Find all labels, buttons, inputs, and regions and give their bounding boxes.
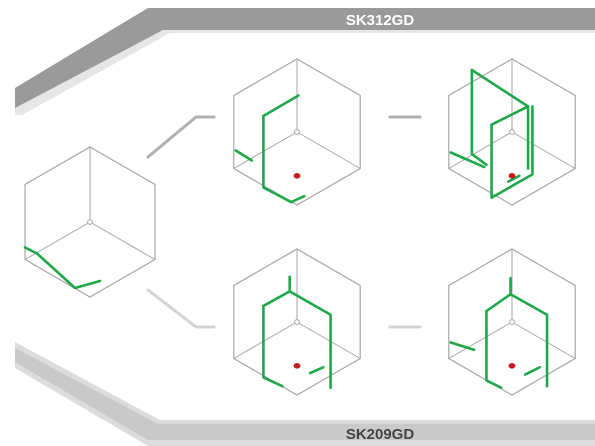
- cube-inner-edge: [448, 321, 513, 359]
- laser-line: [523, 365, 542, 376]
- laser-line: [485, 292, 549, 388]
- laser-line: [449, 341, 476, 352]
- connector-top-1: [146, 115, 216, 159]
- connectors: [146, 115, 422, 329]
- cube-sk209-step2: [448, 248, 576, 396]
- cube-inner-edge: [296, 131, 361, 169]
- laser-line: [23, 246, 102, 290]
- laser-line: [262, 114, 293, 204]
- cube-center-node: [87, 219, 93, 225]
- laser-dot: [293, 363, 301, 369]
- banner-bottom-label: SK209GD: [346, 426, 415, 443]
- laser-line: [262, 304, 284, 388]
- cube-sk312-step1: [233, 58, 361, 206]
- cube-inner-edge: [233, 321, 298, 359]
- cube-inner-edge: [89, 221, 156, 260]
- laser-line: [262, 290, 332, 390]
- cube-center-node: [294, 319, 300, 325]
- laser-dot: [508, 173, 516, 179]
- cube-inner-edge: [233, 131, 298, 169]
- laser-line: [262, 94, 300, 118]
- cube-center-node: [294, 129, 300, 135]
- cube-inner-edge: [448, 131, 513, 169]
- laser-line: [470, 68, 488, 167]
- cube-sk209-step1: [233, 248, 361, 396]
- cube-center-node: [509, 319, 515, 325]
- laser-dot: [293, 173, 301, 179]
- cube-center-node: [509, 129, 515, 135]
- cube-sk312-step2: [448, 58, 576, 206]
- cube-inner-edge: [511, 131, 576, 169]
- laser-line: [490, 105, 534, 199]
- laser-line: [449, 151, 486, 169]
- cubes: [23, 58, 576, 396]
- banner-top-label: SK312GD: [346, 12, 415, 29]
- laser-dot: [508, 363, 516, 369]
- cube-inner-edge: [511, 321, 576, 359]
- cube-base: [23, 146, 156, 298]
- laser-line: [507, 174, 521, 183]
- laser-line: [308, 365, 325, 375]
- laser-line: [289, 194, 306, 204]
- laser-line: [490, 105, 530, 126]
- connector-bottom-1: [146, 288, 216, 329]
- banner-bottom: SK209GD: [15, 342, 595, 446]
- laser-line: [485, 309, 503, 390]
- banner-top: SK312GD: [15, 8, 595, 115]
- cube-inner-edge: [296, 321, 361, 359]
- laser-line: [234, 149, 254, 162]
